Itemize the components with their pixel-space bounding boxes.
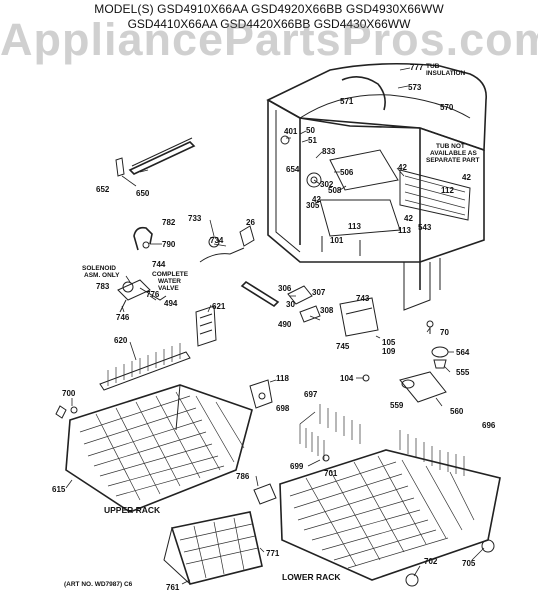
art-number: (ART NO. WD7987) C6 <box>64 581 133 588</box>
part-number-555: 555 <box>456 368 470 377</box>
part-number-543: 543 <box>418 223 432 232</box>
part-number-306: 306 <box>278 284 292 293</box>
part-number-746: 746 <box>116 313 130 322</box>
part-number-42-d: 42 <box>404 214 413 223</box>
upper-rack-label: UPPER RACK <box>104 505 161 515</box>
part-number-699: 699 <box>290 462 304 471</box>
part-number-697: 697 <box>304 390 318 399</box>
part-number-104: 104 <box>340 374 354 383</box>
part-number-573: 573 <box>408 83 422 92</box>
upper-rack-tine-row-drawing <box>99 343 191 391</box>
lower-rack-tines-drawing <box>299 404 465 476</box>
tub-drawing <box>267 99 485 311</box>
part-number-113-b: 113 <box>398 226 411 235</box>
water-valve-drawing <box>117 279 167 313</box>
spray-arm-rail-drawing <box>240 280 321 323</box>
part-number-401: 401 <box>284 127 298 136</box>
vent-strip-drawing <box>115 137 196 177</box>
leader-lines <box>65 67 485 585</box>
part-number-109: 109 <box>382 347 396 356</box>
part-number-570: 570 <box>440 103 454 112</box>
part-number-705: 705 <box>462 559 476 568</box>
part-number-70: 70 <box>440 328 449 337</box>
part-number-302: 302 <box>320 180 334 189</box>
part-number-30: 30 <box>286 300 295 309</box>
part-number-105: 105 <box>382 338 396 347</box>
tub-insulation-note-line-2: INSULATION <box>426 70 466 77</box>
part-number-701: 701 <box>324 469 338 478</box>
lower-rack-drawing <box>279 449 501 587</box>
part-number-777: 777 <box>410 63 424 72</box>
part-number-560: 560 <box>450 407 464 416</box>
part-number-776: 776 <box>146 290 160 299</box>
fill-hose-drawing <box>133 226 153 251</box>
part-number-118: 118 <box>276 374 289 383</box>
part-number-490: 490 <box>278 320 292 329</box>
tub-not-available-line-3: SEPARATE PART <box>426 157 479 164</box>
part-number-771: 771 <box>266 549 280 558</box>
part-number-559: 559 <box>390 401 404 410</box>
notes: TUB INSULATION TUB NOT AVAILABLE AS SEPA… <box>64 63 479 588</box>
part-number-113-a: 113 <box>348 222 361 231</box>
part-number-790: 790 <box>162 240 176 249</box>
complete-valve-note-line-1: COMPLETE <box>152 271 189 278</box>
silverware-basket-drawing <box>163 483 277 585</box>
part-number-42-c: 42 <box>462 173 471 182</box>
part-number-620: 620 <box>114 336 128 345</box>
part-number-761: 761 <box>166 583 180 592</box>
part-number-833: 833 <box>322 147 336 156</box>
solenoid-note-line-1: SOLENOID <box>82 265 116 272</box>
rack-stopper-drawing <box>249 379 273 409</box>
part-number-650: 650 <box>136 189 150 198</box>
model-list-line-1: MODEL(S) GSD4910X66AA GSD4920X66BB GSD49… <box>94 2 444 16</box>
rack-guide-621-drawing <box>195 305 217 347</box>
part-number-508: 508 <box>328 186 342 195</box>
part-number-696: 696 <box>482 421 496 430</box>
part-number-494: 494 <box>164 299 178 308</box>
part-number-305: 305 <box>306 201 320 210</box>
part-number-308: 308 <box>320 306 334 315</box>
part-number-42-a: 42 <box>312 195 321 204</box>
part-number-745: 745 <box>336 342 350 351</box>
upper-rack-drawing <box>55 384 253 513</box>
part-number-744: 744 <box>152 260 166 269</box>
part-number-112: 112 <box>441 186 454 195</box>
part-number-101: 101 <box>330 236 344 245</box>
part-number-26: 26 <box>246 218 255 227</box>
tub-not-available-line-2: AVAILABLE AS <box>430 150 477 157</box>
part-number-702: 702 <box>424 557 438 566</box>
part-number-652: 652 <box>96 185 110 194</box>
part-number-654: 654 <box>286 165 300 174</box>
solenoid-note-line-2: ASM. ONLY <box>84 272 120 279</box>
part-number-733: 733 <box>188 214 202 223</box>
part-number-743: 743 <box>356 294 370 303</box>
part-number-564: 564 <box>456 348 470 357</box>
wire-harness-drawing <box>199 225 255 263</box>
tub-insulation-drawing <box>266 62 487 152</box>
part-number-51: 51 <box>308 136 317 145</box>
model-list-line-2: GSD4410X66AA GSD4420X66BB GSD4430X66WW <box>127 17 411 31</box>
part-number-615: 615 <box>52 485 66 494</box>
part-number-307: 307 <box>312 288 326 297</box>
part-number-571: 571 <box>340 97 354 106</box>
heater-valve-drawing <box>362 346 449 403</box>
complete-valve-note-line-2: WATER <box>158 278 181 285</box>
lower-rack-label: LOWER RACK <box>282 572 341 582</box>
tub-not-available-line-1: TUB NOT <box>436 143 465 150</box>
part-number-786: 786 <box>236 472 250 481</box>
part-number-42-b: 42 <box>398 163 407 172</box>
part-number-698: 698 <box>276 404 290 413</box>
part-number-621: 621 <box>212 302 226 311</box>
part-number-782: 782 <box>162 218 176 227</box>
part-number-50: 50 <box>306 126 315 135</box>
part-number-734: 734 <box>210 236 224 245</box>
part-number-700: 700 <box>62 389 76 398</box>
part-number-506: 506 <box>340 168 354 177</box>
complete-valve-note-line-3: VALVE <box>158 285 179 292</box>
tub-insulation-note-line-1: TUB <box>426 63 440 70</box>
part-number-783: 783 <box>96 282 110 291</box>
part-numbers: 777 573 571 570 401 50 51 833 654 506 30… <box>52 63 496 592</box>
